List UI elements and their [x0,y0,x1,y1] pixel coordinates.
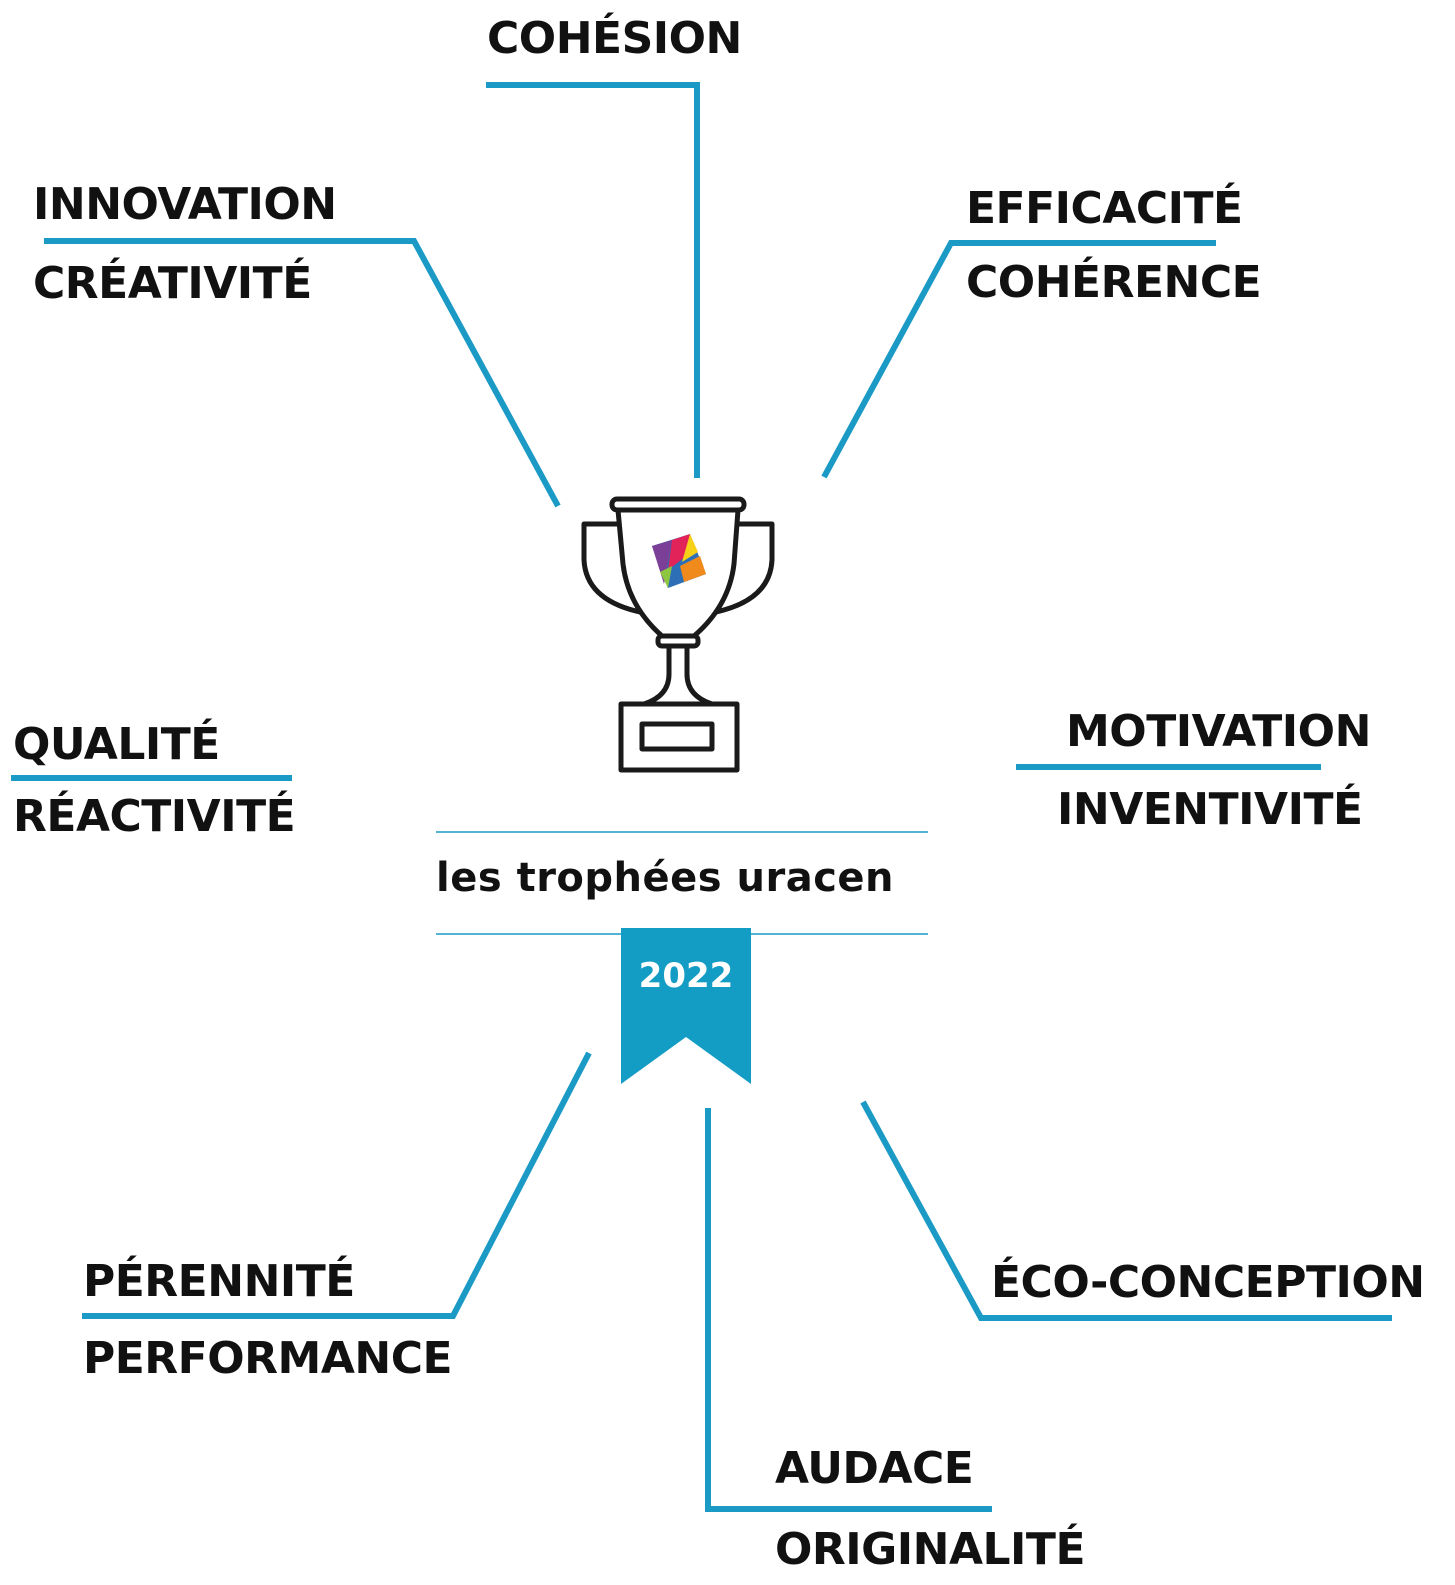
connector-audace [705,1108,992,1512]
label-reactivite: RÉACTIVITÉ [13,791,296,842]
label-efficacite: EFFICACITÉ [966,183,1243,234]
label-performance: PERFORMANCE [83,1333,453,1384]
label-cohesion: COHÉSION [487,13,742,64]
label-originalite: ORIGINALITÉ [775,1524,1086,1575]
ribbon-year: 2022 [638,956,734,996]
label-perennite: PÉRENNITÉ [83,1256,355,1307]
label-coherence: COHÉRENCE [966,257,1262,308]
connector-efficacite [821,240,1216,479]
connector-eco-conception [860,1100,1392,1321]
label-audace: AUDACE [775,1443,974,1494]
label-motivation: MOTIVATION [1066,706,1371,757]
label-qualite: QUALITÉ [13,719,220,770]
ribbon-icon [621,928,751,1084]
label-innovation: INNOVATION [33,179,337,230]
label-eco-conception: ÉCO-CONCEPTION [991,1257,1425,1308]
label-creativite: CRÉATIVITÉ [33,258,312,309]
connector-perennite [82,1051,592,1319]
connector-lines [11,82,1392,1512]
trophy-icon [581,496,775,773]
connector-innovation [44,238,561,508]
brand-name: les trophées uracen [436,855,895,901]
connector-cohesion [486,82,700,478]
label-inventivite: INVENTIVITÉ [1057,784,1363,835]
uracen-logo-icon [652,534,706,588]
